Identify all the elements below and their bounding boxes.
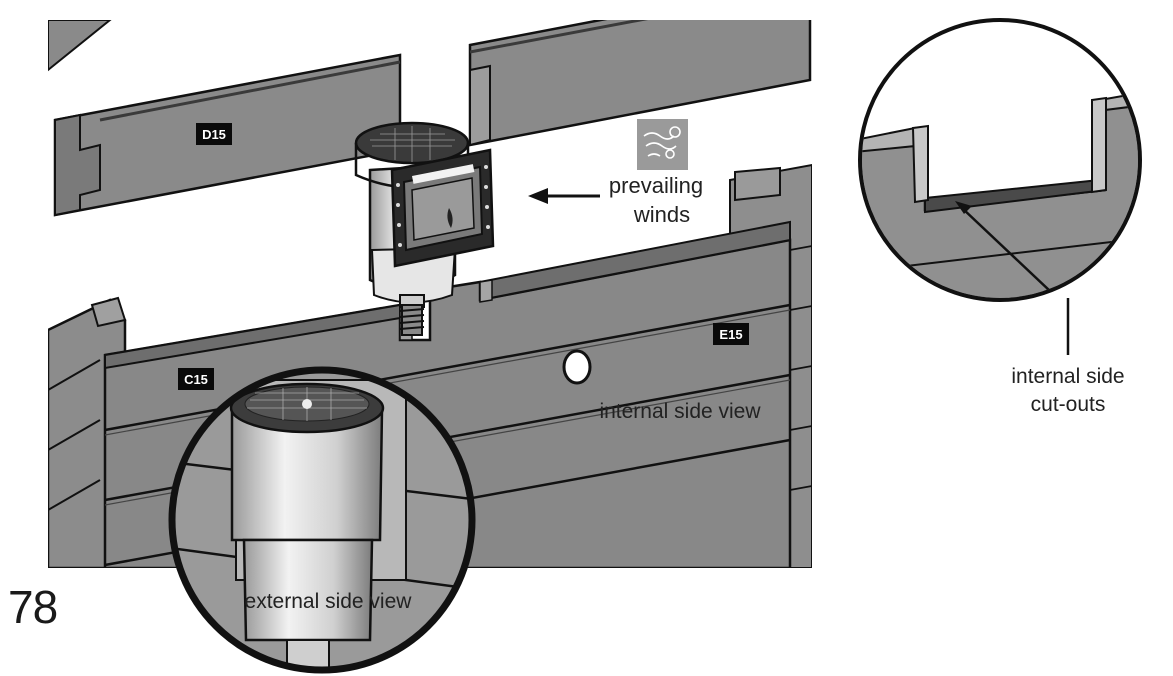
prevailing-winds-label-line2: winds [633,202,690,227]
tag-c15: C15 [178,368,214,390]
cutouts-label-line1: internal side [1011,365,1124,388]
prevailing-winds-label-line1: prevailing [609,173,703,198]
internal-side-view-label: internal side view [599,400,761,423]
tag-e15: E15 [713,323,749,345]
external-skimmer-detail-view: external side view [168,366,476,674]
corner-panel-top-left [48,20,112,72]
svg-text:E15: E15 [719,327,742,342]
cutout-detail-view [858,18,1142,302]
skimmer-unit [354,121,495,336]
tag-d15: D15 [196,123,232,145]
wind-direction-arrow [528,188,600,204]
wind-icon [637,119,688,170]
svg-text:D15: D15 [202,127,226,142]
cutouts-label-line2: cut-outs [1031,393,1106,416]
external-side-view-label: external side view [245,590,413,613]
return-fitting-hole [562,349,592,385]
svg-text:C15: C15 [184,372,208,387]
page-number: 78 [8,581,58,633]
